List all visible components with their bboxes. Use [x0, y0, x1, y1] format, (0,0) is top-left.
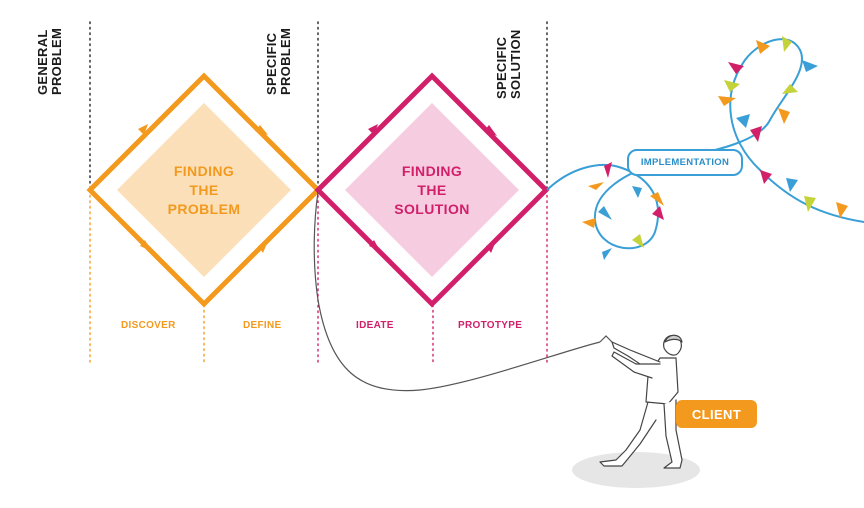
- stage-label-line2: PROBLEM: [278, 27, 293, 95]
- arrow-icon: [484, 125, 497, 136]
- flag-icon: [786, 178, 798, 192]
- flag-icon: [804, 196, 816, 212]
- flag-icon: [782, 84, 798, 94]
- flag-icon: [750, 126, 762, 142]
- stage-label-line2: PROBLEM: [49, 27, 64, 95]
- diamond-title-line1: FINDING: [401, 163, 463, 179]
- flag-icon: [650, 192, 664, 206]
- stage-label-specific-solution: SPECIFIC SOLUTION: [494, 29, 523, 99]
- flag-icon: [782, 36, 792, 52]
- client-leg-left: [599, 401, 657, 467]
- client-badge: CLIENT: [676, 400, 757, 428]
- diamond-title-line1: FINDING: [173, 163, 235, 179]
- client-leg-right: [663, 399, 683, 469]
- phase-guides: [89, 189, 548, 366]
- flag-icon: [582, 218, 596, 228]
- phase-label-define: DEFINE: [243, 320, 282, 331]
- arrow-icon: [369, 240, 380, 251]
- flag-icon: [602, 248, 612, 260]
- stage-label-line1: SPECIFIC: [264, 32, 279, 95]
- stage-label-line1: SPECIFIC: [494, 36, 509, 99]
- problem-diamond-fill: [117, 103, 291, 277]
- arrow-icon: [255, 125, 268, 135]
- flag-icon: [802, 60, 818, 72]
- diamond-title-line3: SOLUTION: [394, 201, 470, 217]
- phase-label-ideate: IDEATE: [356, 320, 394, 331]
- flag-icon: [652, 206, 664, 220]
- stage-label-specific-problem: SPECIFIC PROBLEM: [264, 27, 293, 95]
- arrow-icon: [138, 124, 148, 135]
- arrow-icon: [140, 240, 151, 251]
- solution-diamond: [314, 72, 550, 308]
- diamond-title-solution: FINDING THE SOLUTION: [372, 162, 492, 219]
- stage-label-line2: SOLUTION: [508, 29, 523, 99]
- phase-label-prototype: PROTOTYPE: [458, 320, 523, 331]
- arrow-icon: [486, 241, 496, 253]
- problem-diamond-outline: [86, 72, 322, 308]
- flag-icon: [736, 114, 750, 128]
- client-arm-right: [611, 351, 661, 379]
- flag-icon: [724, 80, 740, 92]
- flag-icon: [632, 234, 644, 248]
- solution-diamond-outline: [314, 72, 550, 308]
- diamond-title-line2: THE: [417, 182, 447, 198]
- phase-label-discover: DISCOVER: [121, 320, 176, 331]
- flag-icon: [588, 182, 604, 190]
- flag-icon: [778, 108, 790, 124]
- diamond-title-line2: THE: [189, 182, 219, 198]
- problem-arrows: [138, 124, 268, 253]
- arrow-icon: [258, 241, 268, 253]
- flag-icon: [756, 40, 770, 54]
- diamond-title-line3: PROBLEM: [167, 201, 241, 217]
- flag-icon: [598, 206, 612, 220]
- problem-diamond: [86, 72, 322, 308]
- stage-guides: [89, 21, 548, 191]
- kite-string: [313, 191, 601, 392]
- flag-icon: [604, 162, 612, 178]
- flag-icon: [836, 202, 848, 218]
- client-hair: [664, 334, 683, 343]
- kite-string-hand: [599, 335, 613, 343]
- stage-label-general-problem: GENERAL PROBLEM: [35, 27, 64, 95]
- flag-icon: [760, 170, 772, 184]
- flag-icon: [718, 96, 736, 106]
- flag-icon: [728, 62, 744, 74]
- client-figure: [572, 334, 700, 488]
- implementation-tail: [546, 38, 864, 250]
- implementation-badge: IMPLEMENTATION: [627, 149, 743, 176]
- flag-icon: [632, 186, 642, 198]
- solution-diamond-fill: [345, 103, 519, 277]
- solution-arrows: [368, 124, 497, 253]
- arrow-icon: [368, 124, 378, 135]
- stage-label-line1: GENERAL: [35, 29, 50, 95]
- diamond-title-problem: FINDING THE PROBLEM: [144, 162, 264, 219]
- bunting-flags: [582, 36, 848, 260]
